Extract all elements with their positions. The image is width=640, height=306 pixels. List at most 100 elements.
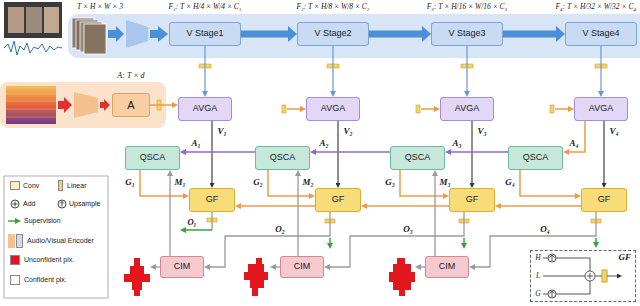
linear-icons-part [550,105,554,113]
qsca-box: QSCA [255,146,310,170]
supervision-arrows-part [463,238,465,243]
gf-box: GF [315,188,361,212]
supervision-arrow [186,229,212,231]
connector [369,31,422,38]
add-symbol-part [13,202,18,207]
gf-box: GF [189,188,235,212]
upsample-symbol-part [60,202,64,207]
connector [332,46,333,91]
upsample-symbol [58,200,66,208]
node-text: GF [206,195,219,205]
stage-box: V Stage1 [169,22,241,46]
supervision-arrows-part [595,238,597,242]
video-frames-icon [4,2,62,55]
supervision-sample [8,220,15,222]
pixel-map-icon-part [132,282,142,290]
stacked-frames-part [84,24,106,54]
add-symbol [11,200,19,208]
connector [569,121,585,152]
pixel-map-icon-part [250,280,264,288]
math-label: O₁ [187,218,196,227]
gf-detail-part [595,276,602,277]
connector [501,205,581,207]
spectrogram-part [6,94,56,117]
legend-text: Audio/Visual Encoder [27,237,105,245]
edge-label: V₂ [342,127,353,136]
node-text: QSCA [140,153,166,163]
edge-label: A₁ [190,139,201,148]
pixel-map-icon-part [389,272,415,282]
edge-label: G₃ [384,178,396,187]
video-frames-icon-part [44,7,59,33]
audio-feature-stubs-part [287,108,300,110]
edge-label: A₂ [318,139,329,148]
math-label: F₁: T × H/4 × W/4 × C₁ [169,3,242,11]
connector [520,170,575,196]
visual-encoder-band [68,14,640,58]
linear-icons-part [282,105,286,113]
connector [466,46,467,91]
connector [400,170,443,196]
edge-label: M₁ [173,178,186,187]
qsca-box: QSCA [508,146,563,170]
gf-detail-part [556,258,590,271]
flow-arrow [58,97,72,113]
math-label: A: T × d [117,72,144,80]
output-line [211,212,212,230]
video-frames-icon-part [4,2,62,38]
audio-encoder-sample [8,234,15,248]
node-text: QSCA [405,153,431,163]
node-text: GF [598,195,611,205]
node-text: A [127,99,134,111]
legend-text: Upsample [69,200,101,208]
math-label: L [536,272,540,280]
node-text: AVGA [589,104,613,114]
stage-box: V Stage2 [297,22,369,46]
gf-detail-part [585,271,595,281]
pixel-map-icon [389,258,415,296]
avga-box: AVGA [574,97,628,121]
node-text: V Stage3 [448,29,485,39]
pixel-map-icon-part [393,264,411,272]
flow-arrow [108,26,124,42]
pixel-map-icon-part [134,290,140,296]
spectrogram-part [6,86,56,124]
legend-swatch [16,234,23,248]
gf-detail-part [607,276,617,277]
edge-label: O₂ [274,225,286,234]
edge-label: M₃ [438,178,451,187]
audio-feature-box: A [112,93,150,117]
video-frames-icon-part [26,7,42,33]
legend-swatch [10,181,20,190]
gf-detail-part [602,270,607,282]
legend-text: Unconfident pix. [24,256,74,264]
pixel-map-icon-part [252,288,258,296]
stage-box: V Stage4 [565,22,637,46]
math-label: F₄: T × H/32 × W/32 × C₄ [556,3,636,11]
connector [603,121,604,183]
edge-label: A₃ [451,139,462,148]
math-label: H [535,254,540,262]
encoder-trapezoid [126,20,148,48]
node-text: GF [332,195,345,205]
encoder-trapezoid [74,92,98,118]
stage-box: V Stage3 [431,22,503,46]
node-text: AVGA [193,104,217,114]
node-text: GF [466,195,479,205]
legend-frame [4,176,108,298]
upsample-symbol-part [58,200,66,208]
connector [150,104,172,106]
pixel-map-icon-part [397,258,405,264]
qsca-box: QSCA [390,146,445,170]
video-frames-icon-part [8,7,24,33]
math-label: G [535,290,540,298]
node-text: CIM [294,262,311,272]
edge-label: O₃ [402,225,414,234]
pixel-map-icon [244,258,268,296]
linear-icons [157,64,607,223]
gf-detail-part [587,273,593,279]
connector [169,176,170,256]
node-text: CIM [174,262,191,272]
connector [475,212,596,267]
